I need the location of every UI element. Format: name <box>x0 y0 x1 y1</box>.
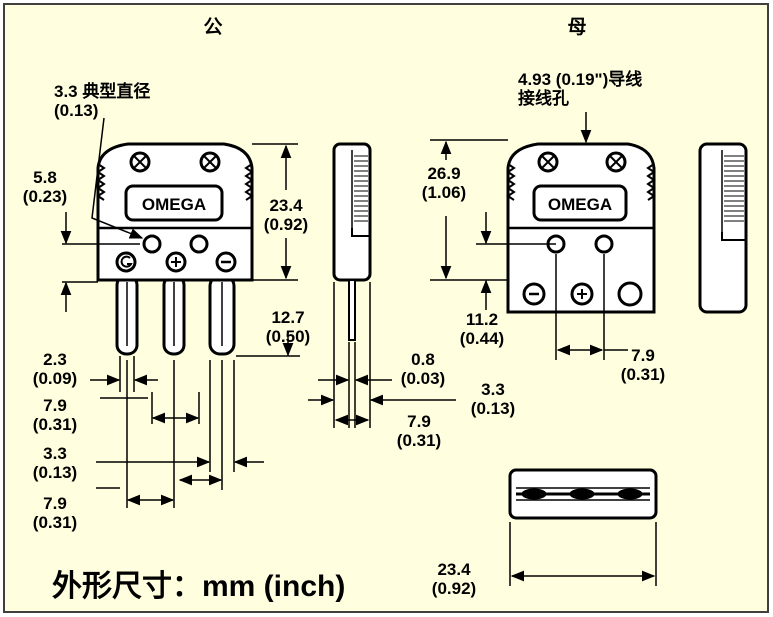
female-side-view <box>698 142 748 314</box>
ground-socket-icon <box>617 281 643 307</box>
male-wire-hole <box>142 234 162 254</box>
male-logo-plate <box>124 184 224 222</box>
side-pin-dimension: 0.8 (0.03) <box>400 350 446 388</box>
male-connector <box>96 142 254 356</box>
bottom-view-length-dimension: 23.4 (0.92) <box>431 560 477 598</box>
female-connector <box>506 142 656 314</box>
male-hole-dimension: 3.3 典型直径 (0.13) <box>54 82 151 120</box>
dimension-lines <box>60 112 657 586</box>
side-width-dimension: 3.3 (0.13) <box>470 380 516 418</box>
male-pin-pitch-dimension: 7.9 (0.31) <box>32 396 78 434</box>
male-pin-length-dimension: 12.7 (0.50) <box>265 308 311 346</box>
side-depth-dimension: 7.9 (0.31) <box>396 412 442 450</box>
male-pin-width-dimension: 3.3 (0.13) <box>32 444 78 482</box>
female-logo-text: OMEGA <box>548 195 612 214</box>
female-logo-plate <box>532 184 628 222</box>
male-header: 公 <box>203 17 223 38</box>
bottom-view <box>508 468 658 520</box>
male-pin-pitch-2-dimension: 7.9 (0.31) <box>32 494 78 532</box>
female-header: 母 <box>567 17 587 38</box>
side-pin <box>348 279 356 341</box>
male-pin-diameter-dimension: 2.3 (0.09) <box>32 350 78 388</box>
female-bottom-dimension: 11.2 (0.44) <box>459 310 505 348</box>
side-view <box>332 142 372 341</box>
female-wire-hole <box>594 234 614 254</box>
female-wire-hole-dimension: 4.93 (0.19")导线 接线孔 <box>518 70 643 108</box>
female-height-dimension: 26.9 (1.06) <box>421 164 467 202</box>
male-height-dimension: 23.4 (0.92) <box>263 196 309 234</box>
units-caption: 外形尺寸：mm (inch) <box>52 570 346 603</box>
female-pitch-dimension: 7.9 (0.31) <box>620 346 666 384</box>
male-logo-text: OMEGA <box>142 195 206 214</box>
male-offset-dimension: 5.8 (0.23) <box>22 168 68 206</box>
male-wire-hole <box>189 234 209 254</box>
ground-terminal-icon <box>115 251 137 273</box>
